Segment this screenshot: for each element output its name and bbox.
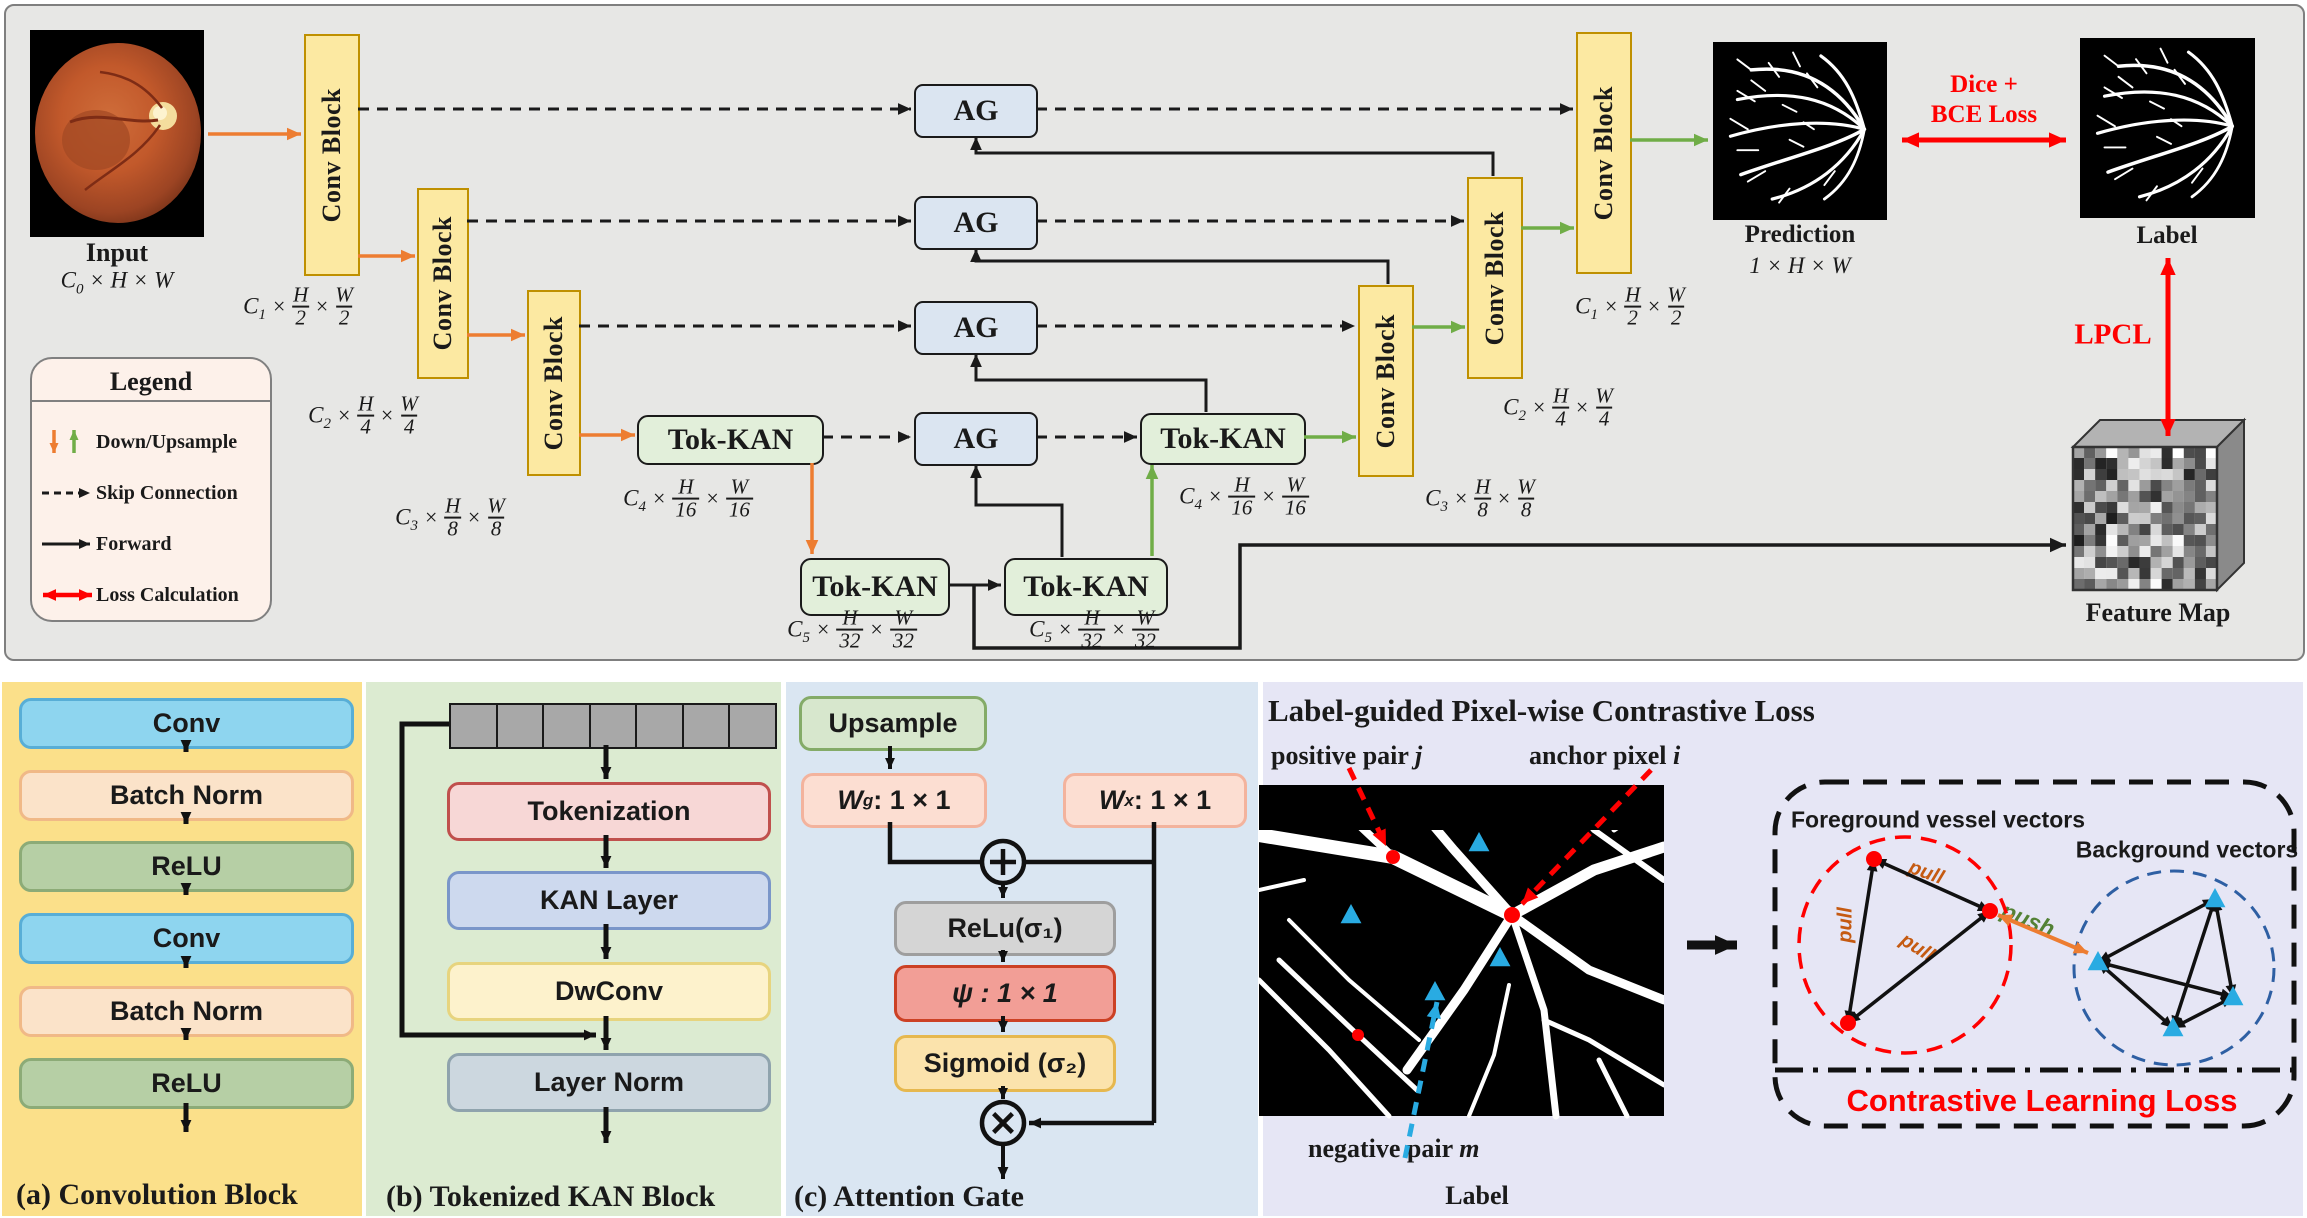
layer-norm-row: Layer Norm	[447, 1053, 771, 1112]
legend-item-3: Forward	[40, 527, 262, 561]
panel-d-label-caption: Label	[1445, 1181, 1509, 1210]
decoder-conv-block-2: Conv Block	[1467, 177, 1523, 379]
tok-kan-arrows-layer	[399, 721, 612, 1143]
decoder-conv-block-3: Conv Block	[1358, 285, 1414, 477]
contrastive-clusters-figure	[1772, 779, 2297, 1129]
downsample-upsample-arrows	[49, 430, 79, 453]
attention-gate-arrows-layer	[885, 746, 1157, 1179]
attention-gate-3: AG	[914, 301, 1038, 355]
bn-layer-row: Batch Norm	[19, 770, 354, 821]
encoder-conv-block-3: Conv Block	[527, 290, 581, 476]
label-vessels	[2095, 47, 2234, 202]
decoder-tok-kan-block: Tok-KAN	[1140, 413, 1306, 465]
legend-item-label: Forward	[96, 532, 172, 555]
decoder-conv-block-1: Conv Block	[1576, 32, 1632, 274]
dice-bce-loss-label: Dice +BCE Loss	[1930, 71, 2038, 128]
legend-item-label: Loss Calculation	[96, 583, 239, 606]
legend-item-4: Loss Calculation	[40, 578, 262, 612]
forward-arrow	[42, 539, 90, 549]
panel-d-title: Label-guided Pixel-wise Contrastive Loss	[1268, 693, 1815, 728]
legend-item-label: Skip Connection	[96, 481, 238, 504]
input-dims: C0 × H × W	[60, 267, 174, 298]
panel-c-caption: (c) Attention Gate	[794, 1180, 1024, 1213]
legend-item-1: Down/Upsample	[40, 425, 262, 459]
prediction-image	[1713, 42, 1887, 220]
input-fundus-image	[30, 30, 204, 237]
foreground-vectors-label: Foreground vessel vectors	[1791, 806, 2085, 833]
tokenization-row: Tokenization	[447, 782, 771, 841]
conv-block-arrows-layer	[180, 740, 192, 1132]
label-caption: Label	[2136, 222, 2198, 249]
legend-item-2: Skip Connection	[40, 476, 262, 510]
feature-map-caption: Feature Map	[2085, 598, 2231, 627]
panel-b-caption: (b) Tokenized KAN Block	[386, 1180, 716, 1213]
encoder-conv-block-1: Conv Block	[304, 34, 360, 276]
anchor-pixel-label: anchor pixel i	[1529, 741, 1681, 770]
prediction-vessels	[1728, 51, 1867, 204]
bottleneck-tok-kan-right: Tok-KAN	[1004, 558, 1168, 616]
dwconv-row: DwConv	[447, 962, 771, 1021]
panel-a-caption: (a) Convolution Block	[16, 1178, 298, 1211]
architecture-connections-layer	[208, 103, 2247, 650]
fundus-illustration	[35, 43, 201, 223]
lpcl-label: LPCL	[2074, 318, 2152, 351]
encoder-tok-kan-block: Tok-KAN	[637, 415, 824, 465]
loss-calculation-arrow	[43, 589, 92, 601]
prediction-dims: 1 × H × W	[1749, 253, 1851, 278]
token-cell	[449, 703, 498, 749]
legend-item-label: Down/Upsample	[96, 430, 238, 453]
input-caption: Input	[85, 238, 149, 267]
contrastive-label-figure	[1259, 766, 1737, 1159]
kan-layer-row: KAN Layer	[447, 871, 771, 930]
positive-pair-label: positive pair j	[1271, 741, 1423, 770]
negative-pair-label: negative pair m	[1308, 1134, 1480, 1163]
token-strip	[449, 703, 777, 749]
prediction-caption: Prediction	[1744, 221, 1856, 248]
panel-tokenized-kan-block	[366, 682, 781, 1216]
architecture-panel	[4, 4, 2305, 661]
label-image	[2080, 38, 2255, 218]
attention-gate-2: AG	[914, 196, 1038, 250]
skip-connection-arrow	[42, 488, 90, 498]
contrastive-learning-loss-label: Contrastive Learning Loss	[1846, 1083, 2238, 1118]
token-cell	[728, 703, 777, 749]
background-vectors-label: Background vectors	[2075, 836, 2299, 863]
encoder-conv-block-2: Conv Block	[417, 188, 469, 379]
attention-gate-4: AG	[914, 412, 1038, 466]
bottleneck-tok-kan-left: Tok-KAN	[800, 558, 950, 616]
upsample-block: Upsample	[799, 696, 987, 751]
legend-title: Legend	[32, 359, 270, 402]
